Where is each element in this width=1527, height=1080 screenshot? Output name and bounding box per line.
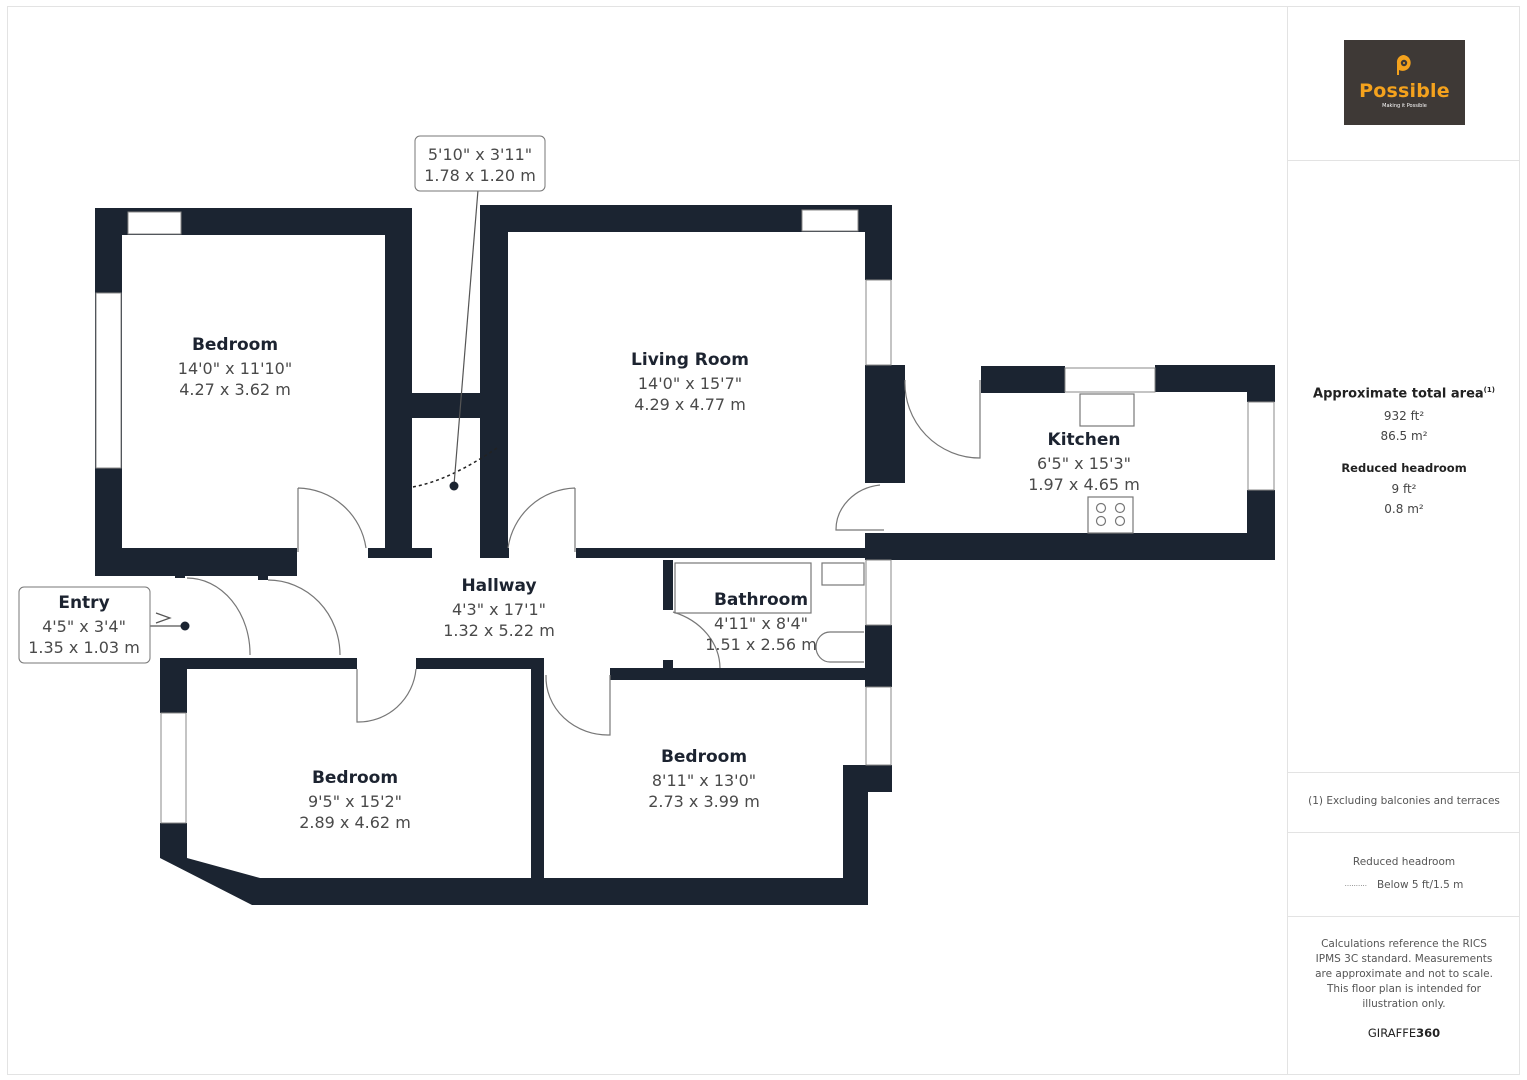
room-metric: 1.97 x 4.65 m <box>1028 475 1140 494</box>
dotted-line-icon: ·········· <box>1344 882 1367 890</box>
legend-section: Reduced headroom ·········· Below 5 ft/1.… <box>1288 833 1520 917</box>
entry-imperial: 4'5" x 3'4" <box>42 617 126 636</box>
closet-callout <box>414 135 546 192</box>
page-frame <box>7 6 1520 1075</box>
room-metric: 4.29 x 4.77 m <box>634 395 746 414</box>
room-labels: Bedroom 14'0" x 11'10" 4.27 x 3.62 m Liv… <box>28 145 1140 832</box>
room-imperial: 4'11" x 8'4" <box>714 614 808 633</box>
legend-text: Below 5 ft/1.5 m <box>1376 879 1464 891</box>
room-imperial: 14'0" x 15'7" <box>638 374 742 393</box>
reduced-headroom-m: 0.8 m² <box>1384 502 1424 517</box>
room-imperial: 4'3" x 17'1" <box>452 600 546 619</box>
room-name: Kitchen <box>1048 430 1121 450</box>
footnote-section: (1) Excluding balconies and terraces <box>1288 773 1520 833</box>
room-imperial: 14'0" x 11'10" <box>178 359 292 378</box>
total-area-m: 86.5 m² <box>1380 429 1428 444</box>
brand-tagline: Making it Possible <box>1382 103 1427 109</box>
logo-section: Possible Making it Possible <box>1288 6 1520 161</box>
brand-name: Possible <box>1359 80 1450 102</box>
credit-logo: GIRAFFE360 <box>1367 1026 1441 1040</box>
room-name: Hallway <box>461 576 536 596</box>
closet-imperial: 5'10" x 3'11" <box>428 145 532 164</box>
windows <box>95 209 1275 824</box>
floor-plan: Bedroom 14'0" x 11'10" 4.27 x 3.62 m Liv… <box>18 135 1275 905</box>
entry-name: Entry <box>58 593 109 613</box>
room-imperial: 8'11" x 13'0" <box>652 771 756 790</box>
footnote-text: (1) Excluding balconies and terraces <box>1308 795 1500 807</box>
room-imperial: 9'5" x 15'2" <box>308 792 402 811</box>
room-metric: 4.27 x 3.62 m <box>179 380 291 399</box>
total-area-title: Approximate total area(1) <box>1313 386 1495 402</box>
entry-metric: 1.35 x 1.03 m <box>28 638 140 657</box>
room-name: Living Room <box>631 350 749 370</box>
entry-callout <box>18 586 151 664</box>
location-pin-icon <box>1396 54 1411 75</box>
disclaimer-text: Calculations reference the RICS IPMS 3C … <box>1315 938 1493 1010</box>
room-metric: 2.73 x 3.99 m <box>648 792 760 811</box>
fixtures <box>150 189 1135 736</box>
room-metric: 1.51 x 2.56 m <box>705 635 817 654</box>
area-section: Approximate total area(1) 932 ft² 86.5 m… <box>1288 161 1520 773</box>
total-area-ft: 932 ft² <box>1383 409 1425 424</box>
reduced-headroom-ft: 9 ft² <box>1391 482 1417 497</box>
closet-metric: 1.78 x 1.20 m <box>424 166 536 185</box>
room-metric: 1.32 x 5.22 m <box>443 621 555 640</box>
room-name: Bedroom <box>312 768 398 788</box>
room-name: Bedroom <box>192 335 278 355</box>
room-name: Bathroom <box>714 590 808 610</box>
disclaimer-section: Calculations reference the RICS IPMS 3C … <box>1288 917 1520 1075</box>
brand-logo: Possible Making it Possible <box>1344 40 1465 125</box>
room-imperial: 6'5" x 15'3" <box>1037 454 1131 473</box>
room-name: Bedroom <box>661 747 747 767</box>
legend-row: ·········· Below 5 ft/1.5 m <box>1288 878 1520 894</box>
legend-title: Reduced headroom <box>1352 856 1456 868</box>
info-sidebar: Possible Making it Possible Approximate … <box>1287 6 1520 1075</box>
reduced-headroom-title: Reduced headroom <box>1341 461 1467 476</box>
room-metric: 2.89 x 4.62 m <box>299 813 411 832</box>
